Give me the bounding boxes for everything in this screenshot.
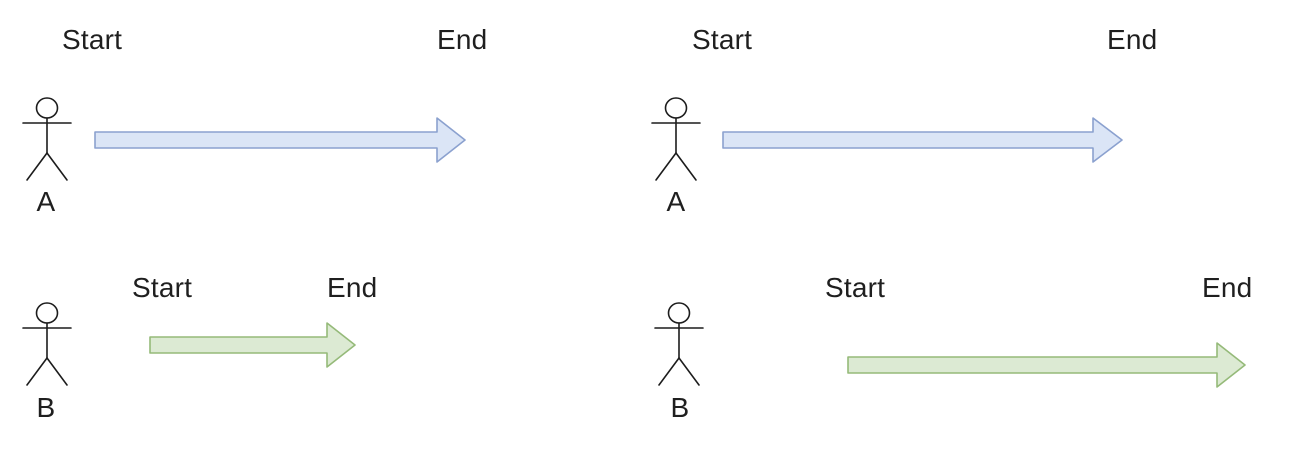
actor-leg-left <box>26 357 48 386</box>
actor-figure-a-left <box>22 97 72 181</box>
end-label: End <box>1202 272 1253 303</box>
actor-leg-right <box>46 152 68 181</box>
actor-label: B <box>670 392 690 423</box>
actor-figure-a-right <box>651 97 701 181</box>
actor-head <box>664 97 688 119</box>
start-label: Start <box>62 24 123 55</box>
actor-label: B <box>36 392 56 423</box>
actor-head <box>35 302 59 324</box>
timeline-arrow-b-right <box>847 342 1246 388</box>
start-label: Start <box>825 272 886 303</box>
end-label: End <box>1107 24 1158 55</box>
timeline-arrow-a-right <box>722 117 1123 163</box>
actor-leg-right <box>675 152 697 181</box>
actor-figure-b-left <box>22 302 72 386</box>
actor-leg-right <box>46 357 68 386</box>
actor-label: A <box>666 186 686 217</box>
actor-leg-right <box>678 357 700 386</box>
actor-figure-b-right <box>654 302 704 386</box>
timeline-arrow-b-left <box>149 322 356 368</box>
actor-leg-left <box>655 152 677 181</box>
timeline-arrow-a-left <box>94 117 466 163</box>
start-label: Start <box>132 272 193 303</box>
end-label: End <box>437 24 488 55</box>
actor-head <box>667 302 691 324</box>
actor-head <box>35 97 59 119</box>
end-label: End <box>327 272 378 303</box>
actor-label: A <box>36 186 56 217</box>
actor-leg-left <box>26 152 48 181</box>
actor-leg-left <box>658 357 680 386</box>
start-label: Start <box>692 24 753 55</box>
